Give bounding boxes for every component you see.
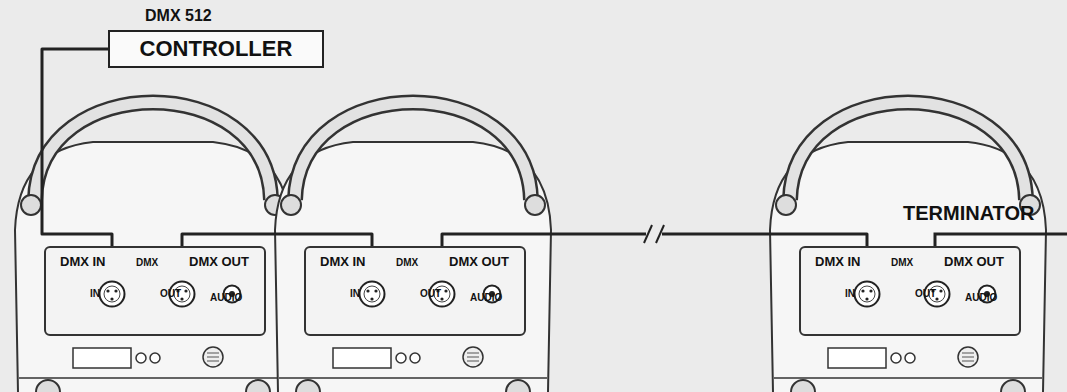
button	[150, 353, 160, 363]
grille	[962, 357, 974, 358]
break-mark	[644, 225, 652, 243]
jack-socket: OUT	[420, 280, 464, 308]
handle-inner	[35, 103, 271, 201]
jack-socket: IN	[845, 280, 889, 308]
jack-socket: OUT	[160, 280, 204, 308]
base-line	[774, 377, 1042, 379]
port-label: DMX IN	[815, 254, 861, 269]
handle-knob	[281, 195, 301, 215]
display	[333, 348, 391, 368]
controller-heading: DMX 512	[145, 7, 212, 25]
display	[73, 348, 131, 368]
grille	[207, 357, 219, 358]
jack-label: AUDIO	[210, 292, 242, 303]
handle	[295, 103, 531, 201]
jack-socket: IN	[90, 280, 134, 308]
jack-socket: AUDIO	[470, 284, 514, 304]
port-label: DMX IN	[60, 254, 106, 269]
button	[396, 353, 406, 363]
grille	[467, 361, 479, 362]
microphone	[203, 347, 223, 367]
handle-knob	[776, 195, 796, 215]
port-label: DMX	[891, 257, 913, 268]
terminator-label: TERMINATOR	[903, 202, 1034, 225]
jack-socket: AUDIO	[965, 284, 1009, 304]
jack-label: OUT	[160, 288, 181, 299]
handle	[35, 103, 271, 201]
port-label: DMX	[136, 257, 158, 268]
base-line	[279, 377, 547, 379]
handle-knob	[525, 195, 545, 215]
handle	[790, 103, 1026, 201]
controller-box: DMX 512CONTROLLER	[108, 30, 324, 68]
fixture-body	[15, 103, 291, 392]
button	[905, 353, 915, 363]
jack-label: IN	[845, 288, 855, 299]
break-mark	[656, 225, 664, 243]
display	[828, 348, 886, 368]
jack-label: AUDIO	[470, 292, 502, 303]
fixture-body	[275, 103, 551, 392]
foot	[296, 380, 320, 392]
jack-label: IN	[350, 288, 360, 299]
connector-panel: DMX IN DMX DMX OUT IN OUT AUDIO	[799, 246, 1021, 336]
connector-panel: DMX IN DMX DMX OUT IN OUT AUDIO	[304, 246, 526, 336]
controller-label: CONTROLLER	[110, 32, 322, 66]
jack-socket: AUDIO	[210, 284, 254, 304]
port-label: DMX	[396, 257, 418, 268]
jack-symbol	[853, 280, 881, 308]
jack-label: OUT	[915, 288, 936, 299]
handle-knob	[21, 195, 41, 215]
grille	[467, 357, 479, 358]
foot	[791, 380, 815, 392]
grille	[962, 361, 974, 362]
connector-panel: DMX IN DMX DMX OUT IN OUT AUDIO	[44, 246, 266, 336]
jack-label: OUT	[420, 288, 441, 299]
jack-socket: OUT	[915, 280, 959, 308]
jack-symbol	[98, 280, 126, 308]
port-label: DMX IN	[320, 254, 366, 269]
port-label: DMX OUT	[449, 254, 509, 269]
handle-inner	[295, 103, 531, 201]
jack-symbol	[358, 280, 386, 308]
microphone	[463, 347, 483, 367]
jack-label: IN	[90, 288, 100, 299]
housing-outline	[770, 142, 1046, 392]
jack-socket: IN	[350, 280, 394, 308]
button	[410, 353, 420, 363]
base-line	[19, 377, 287, 379]
jack-label: AUDIO	[965, 292, 997, 303]
foot	[506, 380, 530, 392]
foot	[36, 380, 60, 392]
housing-outline	[275, 142, 551, 392]
fixture-body	[770, 103, 1046, 392]
grille	[962, 353, 974, 354]
grille	[467, 353, 479, 354]
foot	[1001, 380, 1025, 392]
foot	[246, 380, 270, 392]
grille	[207, 353, 219, 354]
grille	[207, 361, 219, 362]
button	[891, 353, 901, 363]
button	[136, 353, 146, 363]
microphone	[958, 347, 978, 367]
housing-outline	[15, 142, 291, 392]
port-label: DMX OUT	[944, 254, 1004, 269]
port-label: DMX OUT	[189, 254, 249, 269]
handle-inner	[790, 103, 1026, 201]
